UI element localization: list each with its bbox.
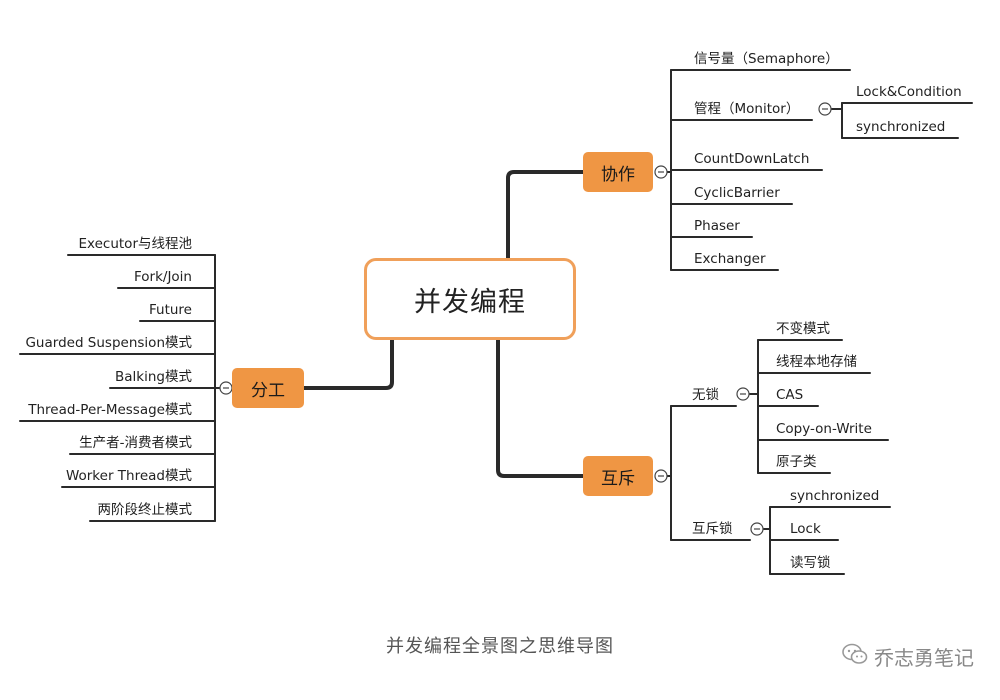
watermark: 乔志勇笔记 <box>842 642 974 671</box>
monitor-child[interactable]: synchronized <box>856 119 946 135</box>
fengong-item[interactable]: Balking模式 <box>115 369 192 385</box>
wusuo-item[interactable]: 原子类 <box>776 454 817 470</box>
central-topic[interactable]: 并发编程 <box>364 258 576 340</box>
xiezuo-item[interactable]: 管程（Monitor） <box>694 101 800 117</box>
branch-huchi[interactable]: 互斥 <box>583 456 653 496</box>
branch-xiezuo[interactable]: 协作 <box>583 152 653 192</box>
xiezuo-item[interactable]: CyclicBarrier <box>694 185 780 201</box>
wusuo-item[interactable]: CAS <box>776 387 804 403</box>
wusuo-item[interactable]: Copy-on-Write <box>776 421 872 437</box>
fengong-item[interactable]: 生产者-消费者模式 <box>79 435 192 451</box>
huchi-sub-wusuo[interactable]: 无锁 <box>692 387 719 403</box>
wusuo-item[interactable]: 不变模式 <box>776 321 830 337</box>
fengong-item[interactable]: Guarded Suspension模式 <box>25 335 192 351</box>
fengong-item[interactable]: Worker Thread模式 <box>65 468 192 484</box>
monitor-child[interactable]: Lock&Condition <box>856 84 962 100</box>
fengong-item[interactable]: Future <box>149 302 192 318</box>
fengong-item[interactable]: Thread-Per-Message模式 <box>28 402 192 418</box>
diagram-caption: 并发编程全景图之思维导图 <box>386 636 614 657</box>
branch-fengong[interactable]: 分工 <box>232 368 304 408</box>
fengong-item[interactable]: Executor与线程池 <box>78 236 193 252</box>
xiezuo-item[interactable]: 信号量（Semaphore） <box>694 51 839 67</box>
wusuo-item[interactable]: 线程本地存储 <box>776 354 857 370</box>
huchisuo-item[interactable]: 读写锁 <box>790 555 831 571</box>
xiezuo-item[interactable]: Phaser <box>694 218 740 234</box>
fengong-item[interactable]: 两阶段终止模式 <box>97 502 193 518</box>
wechat-icon <box>842 643 868 670</box>
huchisuo-item[interactable]: Lock <box>790 521 821 537</box>
xiezuo-item[interactable]: Exchanger <box>694 251 766 267</box>
xiezuo-item[interactable]: CountDownLatch <box>694 151 810 167</box>
huchi-sub-huchisuo[interactable]: 互斥锁 <box>692 521 733 537</box>
watermark-text: 乔志勇笔记 <box>874 646 974 670</box>
huchisuo-item[interactable]: synchronized <box>790 488 880 504</box>
fengong-item[interactable]: Fork/Join <box>133 269 192 285</box>
